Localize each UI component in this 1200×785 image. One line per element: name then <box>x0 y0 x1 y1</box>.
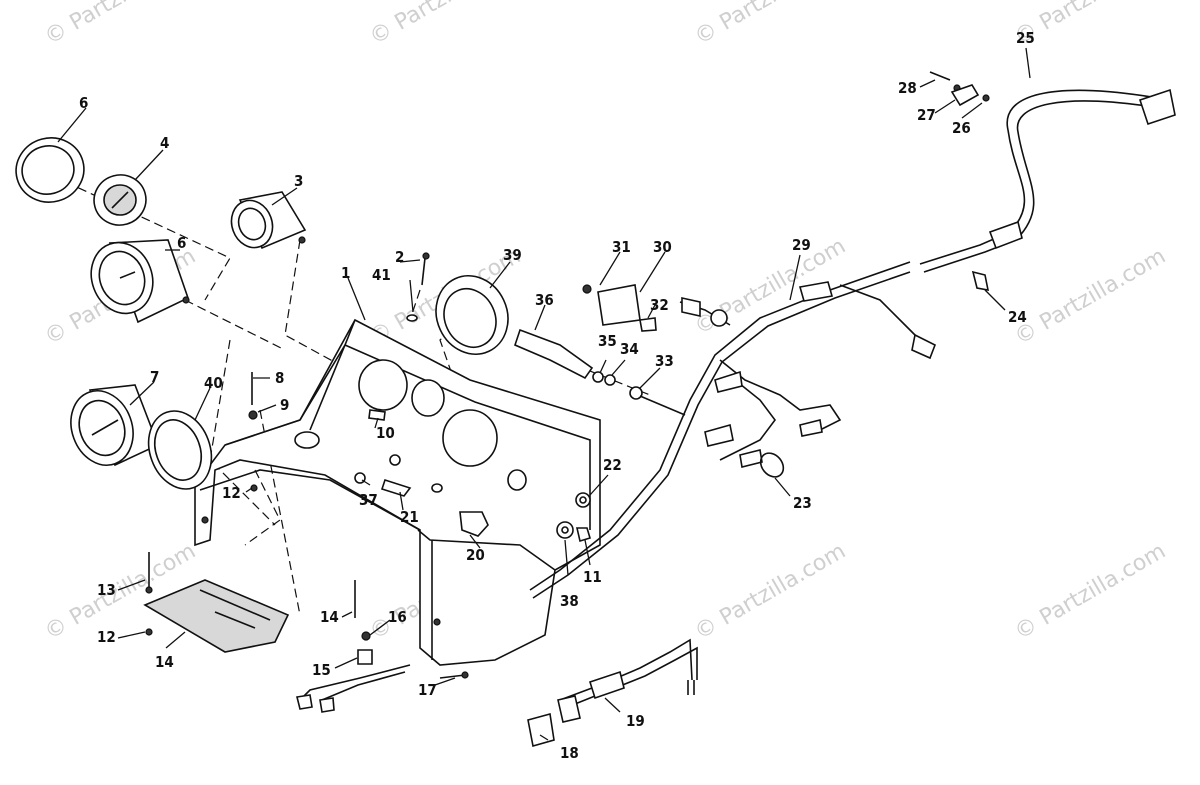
callout-2: 2 <box>395 248 404 266</box>
gauge-7 <box>70 384 160 467</box>
small-hardware <box>145 71 990 679</box>
callout-20: 19 <box>626 712 645 730</box>
callout-39: 38 <box>560 592 579 610</box>
gauge-opening <box>442 409 498 467</box>
callout-7: 7 <box>150 368 159 386</box>
watermark: © Partzilla.com <box>691 539 851 646</box>
callout-14: 14 <box>155 653 174 671</box>
callout-12a: 12 <box>222 484 241 502</box>
callout-21: 20 <box>466 546 485 564</box>
callout-37: 36 <box>535 291 554 309</box>
callout-41: 40 <box>204 374 223 392</box>
wiring-harness <box>296 88 1176 748</box>
callout-36: 35 <box>598 332 617 350</box>
callout-19: 18 <box>560 744 579 762</box>
callout-3: 3 <box>294 172 303 190</box>
callout-labels: 6 4 3 6 7 40 8 9 10 1 2 41 39 31 30 32 3… <box>79 29 1035 762</box>
callout-33: 32 <box>650 296 669 314</box>
callout-12b: 12 <box>97 628 116 646</box>
callout-15: 14 <box>320 608 339 626</box>
watermark: © Partzilla.com <box>1011 539 1171 646</box>
callout-25: 24 <box>1008 308 1027 326</box>
callout-32: 31 <box>612 238 631 256</box>
callout-18: 17 <box>418 681 437 699</box>
callout-38: 37 <box>359 491 378 509</box>
switch-opening <box>294 431 320 449</box>
gauge-bezel-40 <box>435 275 509 355</box>
callout-28: 27 <box>917 106 936 124</box>
callout-8: 8 <box>275 369 284 387</box>
callout-16: 15 <box>312 661 331 679</box>
gauge-face-4 <box>93 174 147 226</box>
callout-30: 29 <box>792 236 811 254</box>
callout-34: 33 <box>655 352 674 370</box>
callout-9: 9 <box>280 396 289 414</box>
callout-6: 6 <box>177 234 186 252</box>
watermark: © Partzilla.com <box>691 0 851 50</box>
callout-13: 13 <box>97 581 116 599</box>
callout-29: 28 <box>898 79 917 97</box>
callout-1: 1 <box>341 264 350 282</box>
callout-35: 34 <box>620 340 639 358</box>
gauge-opening <box>358 359 408 411</box>
leader-lines <box>57 47 1031 741</box>
callout-26: 25 <box>1016 29 1035 47</box>
gauge-bezel-5 <box>15 137 85 203</box>
callout-4: 4 <box>160 134 169 152</box>
callout-40: 39 <box>503 246 522 264</box>
callout-17: 16 <box>388 608 407 626</box>
callout-11: 11 <box>583 568 602 586</box>
callout-31: 30 <box>653 238 672 256</box>
callout-42: 41 <box>372 266 391 284</box>
gauge-3 <box>230 191 307 250</box>
watermark: © Partzilla.com <box>366 0 526 50</box>
callout-24: 23 <box>793 494 812 512</box>
watermark: © Partzilla.com <box>1011 244 1171 351</box>
callout-23: 22 <box>603 456 622 474</box>
callout-27: 26 <box>952 119 971 137</box>
gauge-6 <box>90 239 190 324</box>
watermark: © Partzilla.com <box>41 0 201 50</box>
callout-5: 6 <box>79 94 88 112</box>
callout-10: 10 <box>376 424 395 442</box>
gauge-bezel-41 <box>147 410 213 490</box>
gauge-opening <box>411 379 445 417</box>
light-socket <box>507 469 527 491</box>
callout-22: 21 <box>400 508 419 526</box>
decal-plate <box>143 579 290 653</box>
